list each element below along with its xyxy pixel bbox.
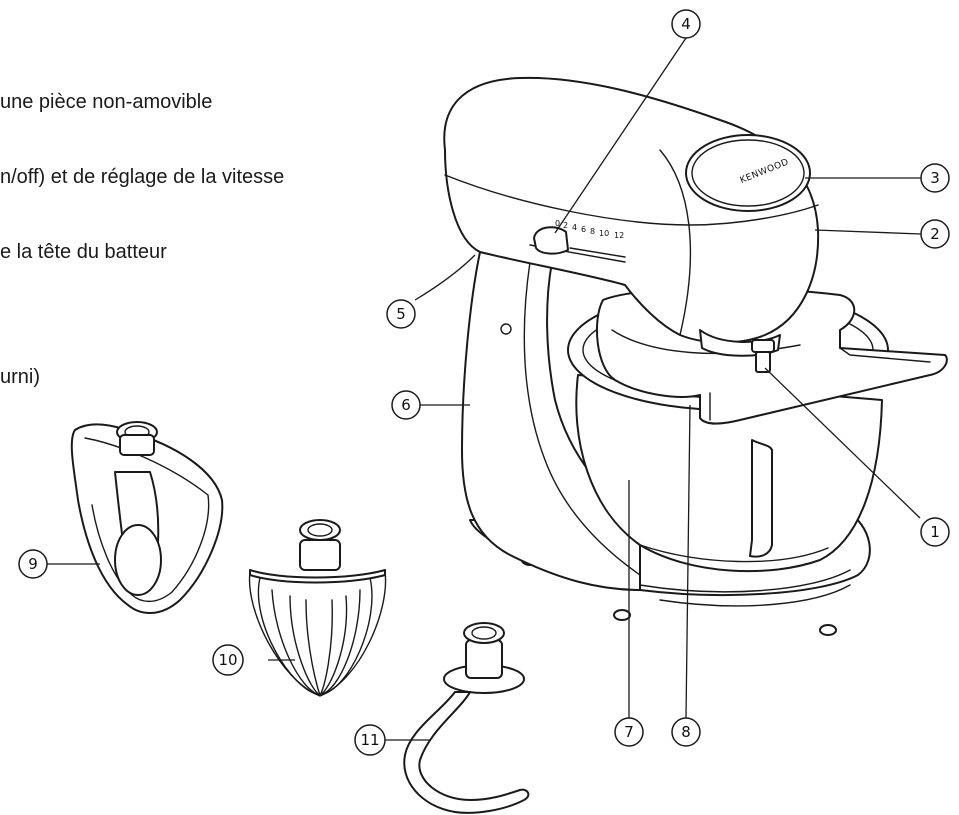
description-text: une pièce non-amovible n/off) et de régl… — [0, 40, 284, 415]
callout-5: 5 — [386, 299, 416, 329]
svg-text:3: 3 — [930, 169, 940, 187]
svg-text:6: 6 — [401, 396, 411, 414]
svg-text:11: 11 — [360, 731, 379, 749]
callout-10: 10 — [212, 644, 244, 676]
speed-10: 10 — [599, 229, 609, 238]
dough-hook — [403, 622, 530, 814]
svg-text:9: 9 — [28, 555, 38, 573]
speed-2: 2 — [563, 221, 568, 230]
svg-text:2: 2 — [930, 225, 940, 243]
callout-11: 11 — [354, 724, 386, 756]
mixer-head: KENWOOD 0 2 4 6 8 10 12 — [443, 76, 820, 373]
callout-6: 6 — [391, 390, 421, 420]
leader-lines — [47, 37, 922, 741]
svg-text:5: 5 — [396, 305, 406, 323]
svg-text:7: 7 — [624, 723, 634, 741]
whisk — [248, 519, 387, 697]
speed-4: 4 — [572, 223, 577, 232]
svg-text:8: 8 — [681, 723, 691, 741]
k-beater — [70, 421, 224, 614]
callout-9: 9 — [18, 549, 48, 579]
callout-3: 3 — [920, 163, 950, 193]
speed-8: 8 — [590, 227, 595, 236]
mixer-body — [461, 251, 641, 591]
speed-12: 12 — [614, 231, 624, 240]
svg-text:1: 1 — [930, 523, 940, 541]
callout-7: 7 — [614, 717, 644, 747]
callout-4: 4 — [671, 9, 701, 39]
speed-6: 6 — [581, 225, 586, 234]
svg-text:4: 4 — [681, 15, 691, 33]
callout-2: 2 — [920, 219, 950, 249]
speed-0: 0 — [555, 219, 560, 228]
text-line-3: e la tête du batteur — [0, 241, 167, 263]
callout-8: 8 — [671, 717, 701, 747]
text-line-2: n/off) et de réglage de la vitesse — [0, 166, 285, 188]
callout-1: 1 — [920, 517, 950, 547]
text-line-5: urni) — [0, 366, 41, 388]
text-line-1: une pièce non-amovible — [0, 91, 213, 113]
svg-text:10: 10 — [218, 651, 237, 669]
